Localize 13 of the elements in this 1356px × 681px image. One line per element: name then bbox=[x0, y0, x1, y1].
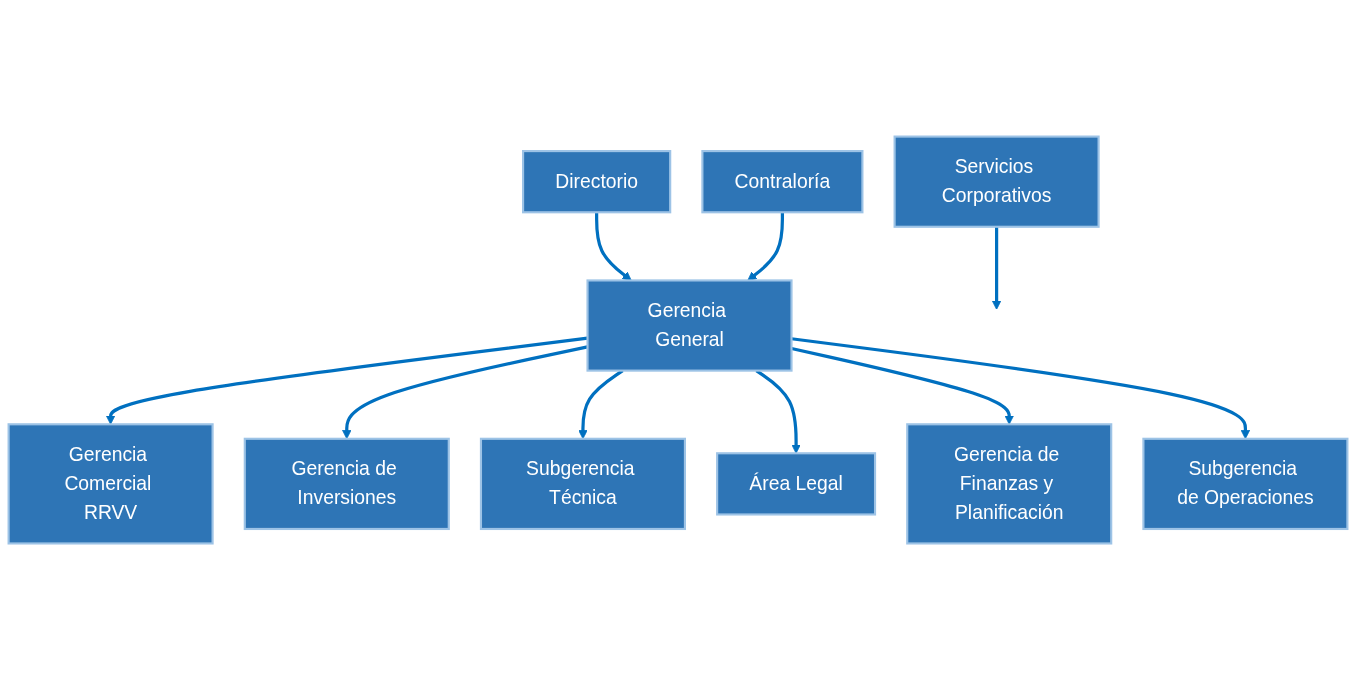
arrow bbox=[991, 227, 1002, 311]
node-box: Gerencia de Finanzas y Planificación bbox=[906, 423, 1113, 545]
node-box: Subgerencia de Operaciones bbox=[1142, 438, 1349, 531]
node-box: Directorio bbox=[522, 150, 672, 214]
node-box: Contraloría bbox=[701, 150, 864, 214]
node-box: Gerencia General bbox=[586, 279, 793, 373]
node-box: Área Legal bbox=[716, 452, 877, 516]
node-box: Servicios Corporativos bbox=[893, 136, 1100, 229]
node-box: Gerencia Comercial RRVV bbox=[7, 423, 214, 545]
arrow bbox=[342, 345, 588, 440]
arrow bbox=[791, 337, 1251, 440]
node-box: Gerencia de Inversiones bbox=[243, 438, 450, 531]
node-box: Subgerencia Técnica bbox=[479, 438, 686, 531]
